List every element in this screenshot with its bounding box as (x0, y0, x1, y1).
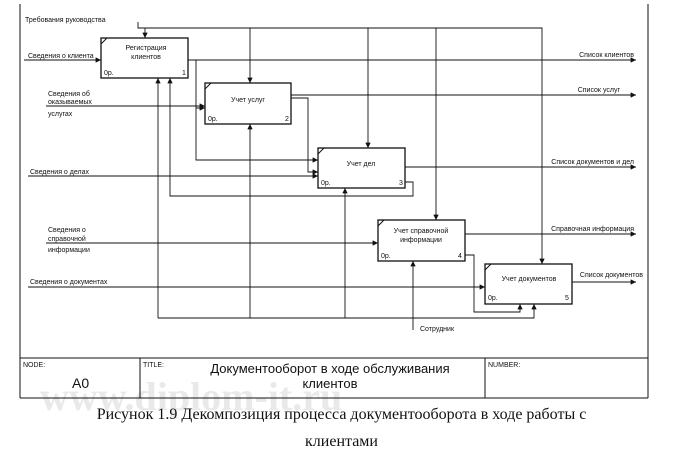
box-5-cost: 0р. (488, 295, 498, 302)
label-input-2c: услугах (48, 111, 73, 118)
box-3-number: 3 (399, 180, 403, 187)
box-2-title: Учет услуг (231, 97, 265, 104)
label-output-1: Список клиентов (579, 52, 634, 59)
label-input-3: Сведения о делах (30, 169, 89, 176)
label-top-input: Требования руководства (25, 16, 106, 24)
box-2-cost: 0р. (208, 116, 218, 123)
box-1-cost: 0р. (104, 70, 114, 77)
box-5-title: Учет документов (502, 276, 557, 283)
node-label: NODE: (23, 362, 45, 369)
box-2-number: 2 (285, 116, 289, 123)
activity-box-2: Учет услуг 0р. 2 (204, 82, 292, 125)
label-input-1: Сведения о клиента (28, 53, 94, 60)
box-3-cost: 0р. (321, 180, 331, 187)
box-4-number: 4 (458, 253, 462, 260)
figure-caption-line-1: Рисунок 1.9 Декомпозиция процесса докуме… (96, 406, 587, 423)
label-input-4b: справочной (48, 235, 86, 243)
number-label: NUMBER: (488, 362, 520, 369)
node-value: A0 (72, 375, 89, 391)
label-input-4c: информации (48, 247, 90, 254)
box-4-title-1: Учет справочной (394, 227, 449, 235)
activity-box-5: Учет документов 0р. 5 (484, 263, 573, 305)
label-input-2a: Сведения об (48, 90, 90, 98)
label-output-4: Справочная информация (551, 226, 634, 233)
title-line-1: Документооборот в ходе обслуживания (210, 361, 449, 376)
figure-caption-line-2: клиентами (305, 433, 378, 450)
activity-box-4: Учет справочной информации 0р. 4 (377, 219, 466, 262)
box-4-cost: 0р. (381, 253, 391, 260)
label-mechanism: Сотрудник (420, 326, 455, 333)
label-input-4a: Сведения о (48, 227, 86, 234)
title-label: TITLE: (143, 362, 164, 369)
label-input-2b: оказываемых (48, 99, 92, 106)
label-output-3: Список документов и дел (551, 159, 634, 166)
box-5-number: 5 (565, 295, 569, 302)
box-4-title-2: информации (400, 237, 442, 244)
label-input-5: Сведения о документах (30, 279, 108, 286)
box-1-number: 1 (182, 70, 186, 77)
activity-box-1: Регистрация клиентов 0р. 1 (100, 37, 189, 79)
box-3-title: Учет дел (347, 161, 376, 168)
box-1-title-2: клиентов (131, 54, 161, 61)
activity-box-3: Учет дел 0р. 3 (317, 147, 406, 189)
title-line-2: клиентов (302, 376, 357, 391)
diagram-frame (19, 4, 649, 399)
label-output-5: Список документов (580, 272, 643, 279)
box-1-title-1: Регистрация (126, 45, 167, 52)
arrows (24, 22, 636, 330)
watermark: www.diplom-it.ru (40, 374, 342, 419)
label-output-2: Список услуг (578, 87, 621, 94)
